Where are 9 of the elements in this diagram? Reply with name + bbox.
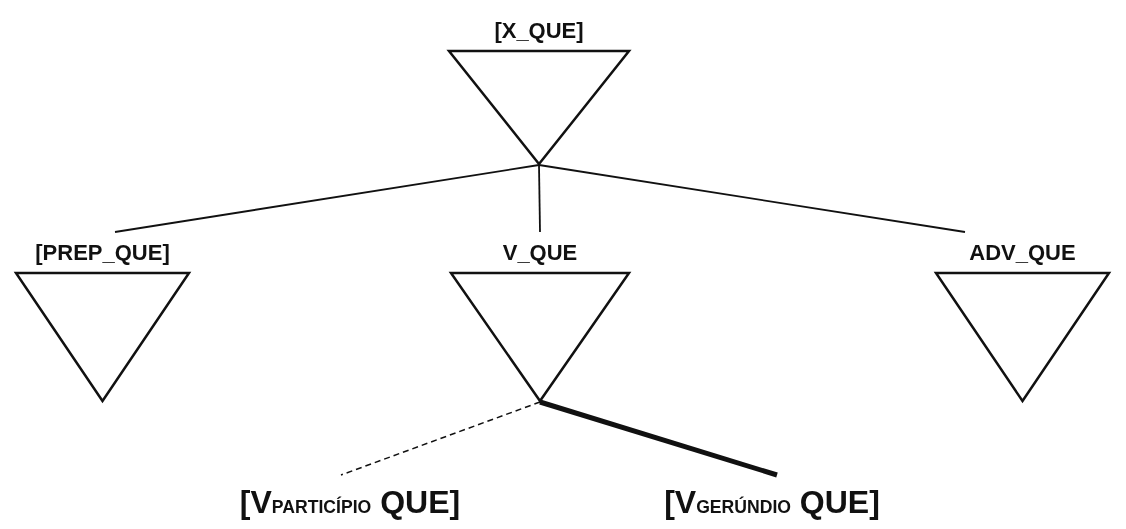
- node-label: [X_QUE]: [493, 18, 585, 44]
- branch-line: [340, 401, 541, 476]
- node-label: V_QUE: [501, 240, 579, 266]
- branch-line: [114, 164, 540, 233]
- branch-line: [539, 399, 778, 478]
- node-label: ADV_QUE: [968, 240, 1077, 266]
- branch-line: [538, 164, 541, 233]
- branch-line: [538, 164, 966, 233]
- node-label: [PREP_QUE]: [34, 240, 171, 266]
